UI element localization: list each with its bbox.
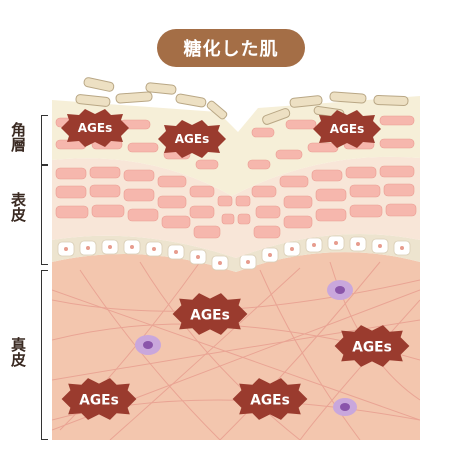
dermal-cells xyxy=(135,280,357,416)
epidermis-cells xyxy=(55,165,417,239)
bracket-epidermis xyxy=(41,165,48,265)
dermis xyxy=(52,252,420,440)
ages-label-4: AGEs xyxy=(190,308,230,324)
ages-label-1: AGEs xyxy=(78,121,112,135)
ages-spot-1: AGEs xyxy=(61,109,129,147)
ages-spot-5: AGEs xyxy=(334,325,410,367)
ages-spot-6: AGEs xyxy=(61,378,137,420)
ages-spot-2: AGEs xyxy=(158,120,226,158)
label-stratum-corneum: 角層 xyxy=(8,122,28,156)
ages-spot-4: AGEs xyxy=(172,293,248,335)
label-epidermis: 表皮 xyxy=(8,192,28,226)
ages-label-6: AGEs xyxy=(79,393,119,409)
diagram-title: 糖化した肌 xyxy=(183,39,279,60)
epidermis xyxy=(52,156,420,258)
label-dermis: 真皮 xyxy=(8,337,28,371)
bracket-dermis xyxy=(41,270,48,440)
label-stratum-corneum-text: 角層 xyxy=(9,122,27,152)
ages-spot-7: AGEs xyxy=(232,378,308,420)
title-pill: 糖化した肌 xyxy=(157,29,305,67)
ages-label-3: AGEs xyxy=(330,122,364,136)
peeling-scales xyxy=(75,77,409,125)
ages-label-2: AGEs xyxy=(175,132,209,146)
label-dermis-text: 真皮 xyxy=(9,337,27,367)
label-epidermis-text: 表皮 xyxy=(9,192,27,222)
bracket-stratum-corneum xyxy=(41,115,48,165)
ages-spot-3: AGEs xyxy=(313,110,381,148)
ages-label-7: AGEs xyxy=(250,393,290,409)
ages-label-5: AGEs xyxy=(352,340,392,356)
